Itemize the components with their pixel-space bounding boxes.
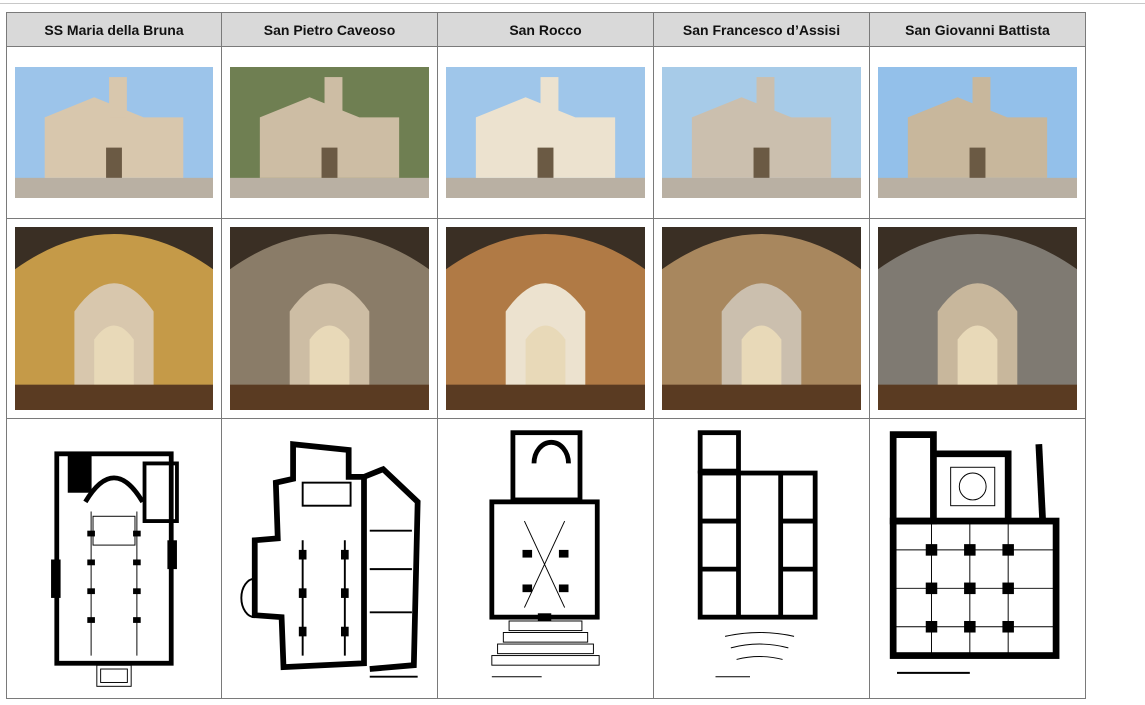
floor-plan-cell — [870, 419, 1086, 699]
column-header: San Giovanni Battista — [870, 12, 1086, 47]
interior-photo — [662, 227, 861, 410]
floor-plan-drawing — [874, 425, 1081, 694]
interior-photo-cell — [654, 219, 870, 419]
interior-photo — [15, 227, 213, 410]
exterior-photo-cell — [654, 47, 870, 219]
church-comparison-table: SS Maria della Bruna San Pietro Caveoso … — [6, 12, 1086, 699]
floor-plan-cell — [222, 419, 438, 699]
floor-plan-drawing — [442, 425, 649, 694]
floor-plan-drawing — [658, 425, 865, 694]
interior-photo-cell — [438, 219, 654, 419]
interior-photo-cell — [6, 219, 222, 419]
column-header: San Francesco d’Assisi — [654, 12, 870, 47]
floor-plan-cell — [6, 419, 222, 699]
interior-photo — [230, 227, 429, 410]
exterior-photo — [878, 67, 1077, 198]
column-header: San Pietro Caveoso — [222, 12, 438, 47]
column-header: San Rocco — [438, 12, 654, 47]
floor-plan-cell — [654, 419, 870, 699]
exterior-photo — [230, 67, 429, 198]
interior-photo — [878, 227, 1077, 410]
exterior-photo-cell — [222, 47, 438, 219]
interior-photo-cell — [870, 219, 1086, 419]
interior-photo — [446, 227, 645, 410]
exterior-photo-cell — [6, 47, 222, 219]
interior-photo-cell — [222, 219, 438, 419]
exterior-photo — [662, 67, 861, 198]
floor-plan-cell — [438, 419, 654, 699]
column-header: SS Maria della Bruna — [6, 12, 222, 47]
floor-plan-drawing — [11, 425, 217, 694]
exterior-photo — [446, 67, 645, 198]
exterior-photo-cell — [438, 47, 654, 219]
exterior-photo-cell — [870, 47, 1086, 219]
floor-plan-drawing — [226, 425, 433, 694]
top-rule — [0, 3, 1145, 4]
exterior-photo — [15, 67, 213, 198]
